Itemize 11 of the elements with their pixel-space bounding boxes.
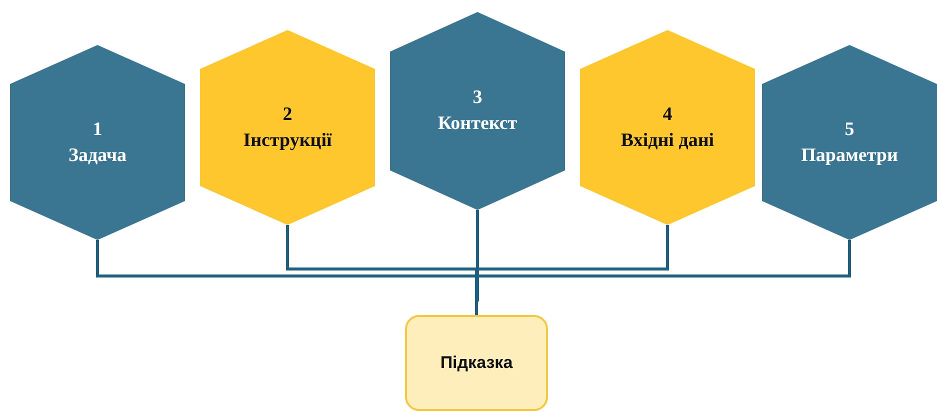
step-label: Контекст <box>438 112 518 136</box>
step-number: 1 <box>92 118 102 142</box>
step-label: Вхідні дані <box>620 128 714 152</box>
step-number: 4 <box>662 102 672 127</box>
result-box: Підказка <box>405 315 548 411</box>
step-label: Параметри <box>801 144 898 168</box>
step-label: Інструкції <box>243 128 332 152</box>
step-number: 3 <box>472 86 482 110</box>
step-number: 5 <box>844 118 854 142</box>
step-number: 2 <box>282 102 292 127</box>
step-label: Задача <box>68 144 127 168</box>
